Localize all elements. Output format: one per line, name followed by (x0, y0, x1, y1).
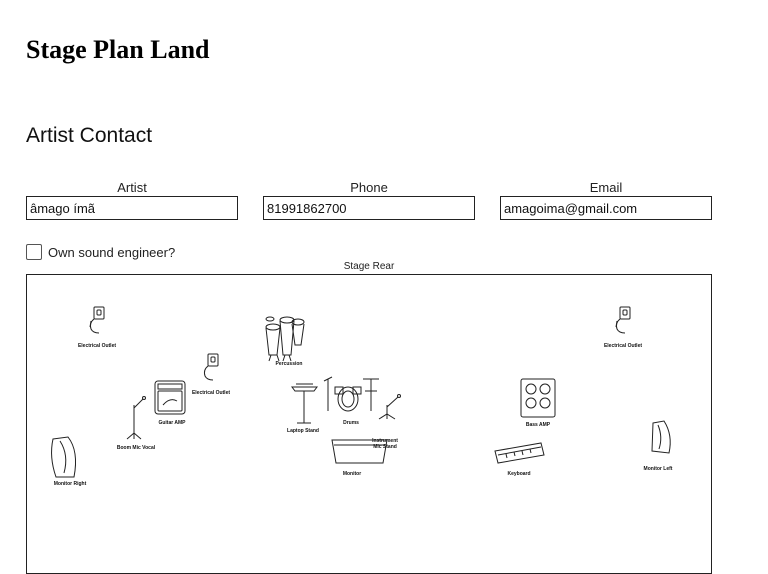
outlet-mid-caption: Electrical Outlet (192, 390, 230, 396)
boom-mic-stand-icon (126, 396, 146, 440)
drum-kit-icon (323, 376, 379, 412)
outlet-right-caption: Electrical Outlet (604, 343, 642, 349)
stage-item-boom-mic[interactable]: Boom Mic Vocal (117, 396, 156, 452)
artist-input[interactable] (26, 196, 238, 220)
stage-item-percussion[interactable]: Percussion (265, 316, 305, 367)
monitor-left-caption: Monitor Left (644, 466, 673, 472)
percussion-caption: Percussion (276, 361, 303, 367)
email-field: Email (500, 180, 712, 220)
instrument-mic-stand-icon (378, 394, 401, 420)
email-label: Email (589, 180, 623, 195)
guitar-amp-icon (154, 380, 186, 415)
outlet-left-caption: Electrical Outlet (78, 343, 116, 349)
laptop-stand-caption: Laptop Stand (287, 428, 319, 434)
stage-plan-canvas[interactable]: Electrical Outlet Percussion (26, 274, 712, 574)
guitar-amp-caption: Guitar AMP (158, 420, 186, 426)
monitor-wedge-icon (51, 436, 76, 478)
stage-item-bass-amp[interactable]: Bass AMP (520, 378, 556, 428)
monitor-wedge-icon (651, 420, 671, 454)
instrument-mic-caption-2: Mic Stand (373, 444, 397, 450)
laptop-stand-icon (291, 383, 318, 424)
monitor-center-caption: Monitor (343, 471, 361, 477)
keyboard-icon (494, 442, 545, 464)
own-engineer-checkbox[interactable] (26, 244, 42, 260)
stage-item-instrument-mic[interactable]: Instrument Mic Stand (372, 394, 401, 451)
stage-item-outlet-mid[interactable]: Electrical Outlet (192, 353, 230, 396)
stage-item-keyboard[interactable]: Keyboard (494, 442, 545, 477)
bass-amp-icon (520, 378, 556, 418)
stage-item-monitor-center[interactable]: Monitor (331, 439, 388, 477)
instrument-mic-caption-1: Instrument (372, 438, 398, 444)
drums-caption: Drums (343, 420, 359, 426)
stage-rear-label: Stage Rear (343, 261, 395, 272)
phone-label: Phone (350, 180, 388, 195)
own-engineer-option[interactable]: Own sound engineer? (26, 244, 175, 260)
stage-item-drums[interactable]: Drums (323, 376, 379, 426)
stage-item-guitar-amp[interactable]: Guitar AMP (154, 380, 186, 426)
bass-amp-caption: Bass AMP (526, 422, 551, 428)
site-title: Stage Plan Land (26, 35, 210, 64)
electrical-outlet-icon (203, 353, 219, 381)
electrical-outlet-icon (89, 306, 105, 334)
stage-item-outlet-left[interactable]: Electrical Outlet (78, 306, 116, 349)
percussion-icon (265, 316, 305, 362)
section-title-artist-contact: Artist Contact (26, 124, 153, 147)
stage-item-outlet-right[interactable]: Electrical Outlet (604, 306, 642, 349)
phone-input[interactable] (263, 196, 475, 220)
electrical-outlet-icon (615, 306, 631, 334)
stage-item-monitor-right[interactable]: Monitor Right (51, 436, 87, 487)
email-input[interactable] (500, 196, 712, 220)
monitor-right-caption: Monitor Right (54, 481, 87, 487)
keyboard-caption: Keyboard (507, 471, 530, 477)
stage-item-laptop-stand[interactable]: Laptop Stand (287, 383, 319, 434)
artist-field: Artist (26, 180, 238, 220)
monitor-icon (331, 439, 388, 464)
phone-field: Phone (263, 180, 475, 220)
stage-item-monitor-left[interactable]: Monitor Left (644, 420, 673, 472)
own-engineer-label: Own sound engineer? (48, 244, 176, 260)
boom-mic-caption: Boom Mic Vocal (117, 445, 156, 451)
artist-label: Artist (117, 180, 147, 195)
